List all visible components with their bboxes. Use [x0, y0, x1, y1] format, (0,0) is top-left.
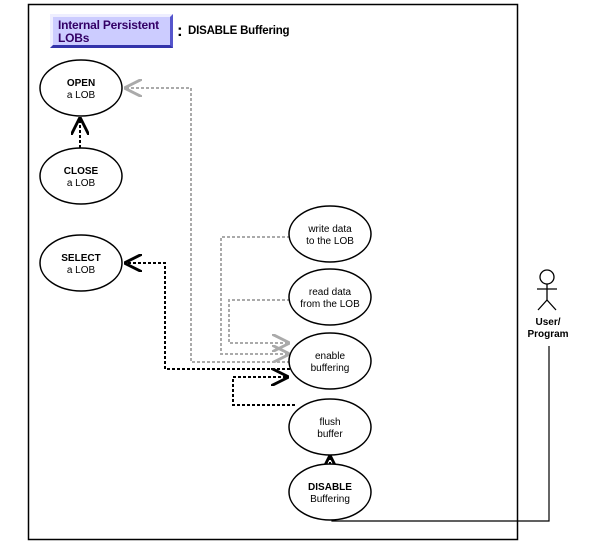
- use-case-flush-line1: flush: [319, 417, 340, 428]
- package-name-line1: Internal Persistent: [58, 18, 159, 32]
- use-case-select-line2: a LOB: [67, 265, 96, 276]
- link-flush-to-enable: [232, 377, 295, 406]
- use-case-open-line2: a LOB: [67, 90, 96, 101]
- use-case-close-line1: CLOSE: [64, 166, 99, 177]
- actor-label-line1: User/: [535, 317, 560, 328]
- actor-user-program[interactable]: User/ Program: [527, 269, 569, 340]
- use-case-disable-line2: Buffering: [310, 494, 350, 505]
- use-case-disable-buffering[interactable]: DISABLE Buffering: [288, 463, 372, 521]
- use-case-enable-line1: enable: [315, 351, 345, 362]
- use-case-write-line1: write data: [307, 224, 352, 235]
- use-case-flush-buffer[interactable]: flush buffer: [288, 398, 372, 456]
- use-case-write-line2: to the LOB: [306, 236, 354, 247]
- use-case-read-line1: read data: [309, 287, 352, 298]
- link-read-to-enable: [228, 299, 290, 343]
- use-case-enable-line2: buffering: [311, 363, 350, 374]
- diagram-title: DISABLE Buffering: [188, 25, 290, 37]
- use-case-open-line1: OPEN: [67, 78, 95, 89]
- title-separator: :: [177, 21, 183, 40]
- link-enable-to-select: [126, 263, 290, 370]
- system-boundary: [27, 3, 519, 541]
- use-case-disable-line1: DISABLE: [308, 482, 352, 493]
- use-case-select[interactable]: SELECT a LOB: [39, 234, 123, 292]
- use-case-enable-buffering[interactable]: enable buffering: [288, 332, 372, 390]
- link-write-to-enable: [220, 236, 290, 354]
- actor-label-line2: Program: [527, 329, 568, 340]
- use-case-close[interactable]: CLOSE a LOB: [39, 147, 123, 205]
- link-enable-to-open: [126, 88, 290, 363]
- use-case-read-line2: from the LOB: [300, 299, 360, 310]
- use-case-write-data[interactable]: write data to the LOB: [288, 205, 372, 263]
- package-name-box: Internal Persistent LOBs: [50, 14, 173, 48]
- use-case-open[interactable]: OPEN a LOB: [39, 59, 123, 117]
- use-case-flush-line2: buffer: [317, 429, 343, 440]
- use-case-read-data[interactable]: read data from the LOB: [288, 268, 372, 326]
- stick-figure-icon: [537, 269, 557, 311]
- use-case-close-line2: a LOB: [67, 178, 96, 189]
- use-case-select-line1: SELECT: [61, 253, 100, 264]
- package-name-line2: LOBs: [58, 31, 90, 45]
